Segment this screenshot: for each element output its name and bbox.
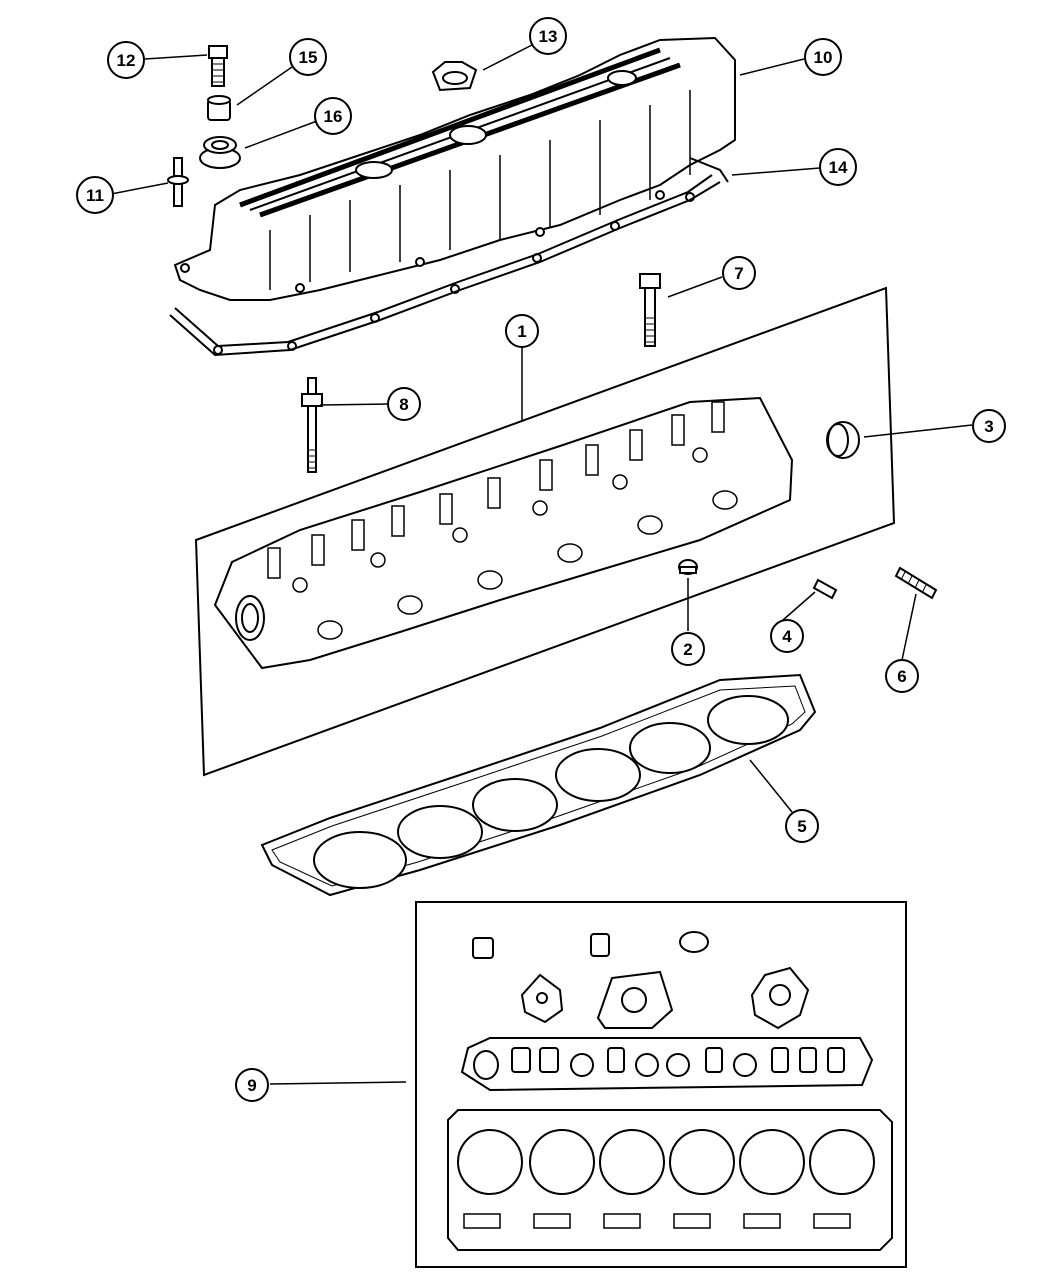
expansion-plug-3 bbox=[826, 421, 860, 459]
leader-lines bbox=[110, 44, 973, 1085]
svg-text:9: 9 bbox=[247, 1076, 256, 1095]
valve-cover-gasket bbox=[169, 157, 729, 357]
svg-text:12: 12 bbox=[117, 51, 136, 70]
callout-2: 2 bbox=[671, 632, 705, 666]
stud-6 bbox=[894, 566, 938, 600]
bolt-7 bbox=[639, 273, 661, 347]
svg-text:7: 7 bbox=[734, 264, 743, 283]
cylinder-head bbox=[213, 396, 794, 670]
callout-16: 16 bbox=[314, 97, 352, 135]
gasket-kit-parts bbox=[447, 931, 893, 1251]
callout-12: 12 bbox=[107, 41, 145, 79]
svg-text:3: 3 bbox=[984, 417, 993, 436]
callout-14: 14 bbox=[819, 148, 857, 186]
callout-13: 13 bbox=[529, 17, 567, 55]
callout-5: 5 bbox=[785, 809, 819, 843]
svg-text:13: 13 bbox=[539, 27, 558, 46]
bolt-12 bbox=[208, 45, 228, 87]
gasket-kit-box bbox=[415, 901, 907, 1268]
dowel-pin-4 bbox=[812, 578, 838, 600]
svg-text:4: 4 bbox=[782, 627, 792, 646]
callout-6: 6 bbox=[885, 659, 919, 693]
stud-bolt-8 bbox=[301, 377, 323, 473]
valve-cover bbox=[173, 36, 736, 301]
callout-9: 9 bbox=[235, 1068, 269, 1102]
callout-1: 1 bbox=[505, 314, 539, 348]
callout-7: 7 bbox=[722, 256, 756, 290]
callout-3: 3 bbox=[972, 409, 1006, 443]
plug-2 bbox=[678, 559, 698, 575]
sleeve-15 bbox=[207, 95, 231, 121]
svg-text:1: 1 bbox=[517, 322, 526, 341]
svg-text:6: 6 bbox=[897, 667, 906, 686]
oil-cap-13 bbox=[431, 61, 478, 92]
svg-text:16: 16 bbox=[324, 107, 343, 126]
callout-11: 11 bbox=[76, 176, 114, 214]
head-gasket bbox=[260, 673, 817, 897]
svg-text:8: 8 bbox=[399, 395, 408, 414]
svg-text:14: 14 bbox=[829, 158, 848, 177]
callout-8: 8 bbox=[387, 387, 421, 421]
svg-text:11: 11 bbox=[86, 186, 104, 205]
svg-text:5: 5 bbox=[797, 817, 806, 836]
svg-text:15: 15 bbox=[299, 48, 318, 67]
svg-text:2: 2 bbox=[683, 640, 692, 659]
pcv-valve-11 bbox=[167, 157, 189, 207]
svg-text:10: 10 bbox=[814, 48, 833, 67]
callout-10: 10 bbox=[804, 38, 842, 76]
grommet-16 bbox=[199, 136, 241, 169]
callout-15: 15 bbox=[289, 38, 327, 76]
callout-4: 4 bbox=[770, 619, 804, 653]
cylinder-head-panel bbox=[194, 286, 896, 777]
